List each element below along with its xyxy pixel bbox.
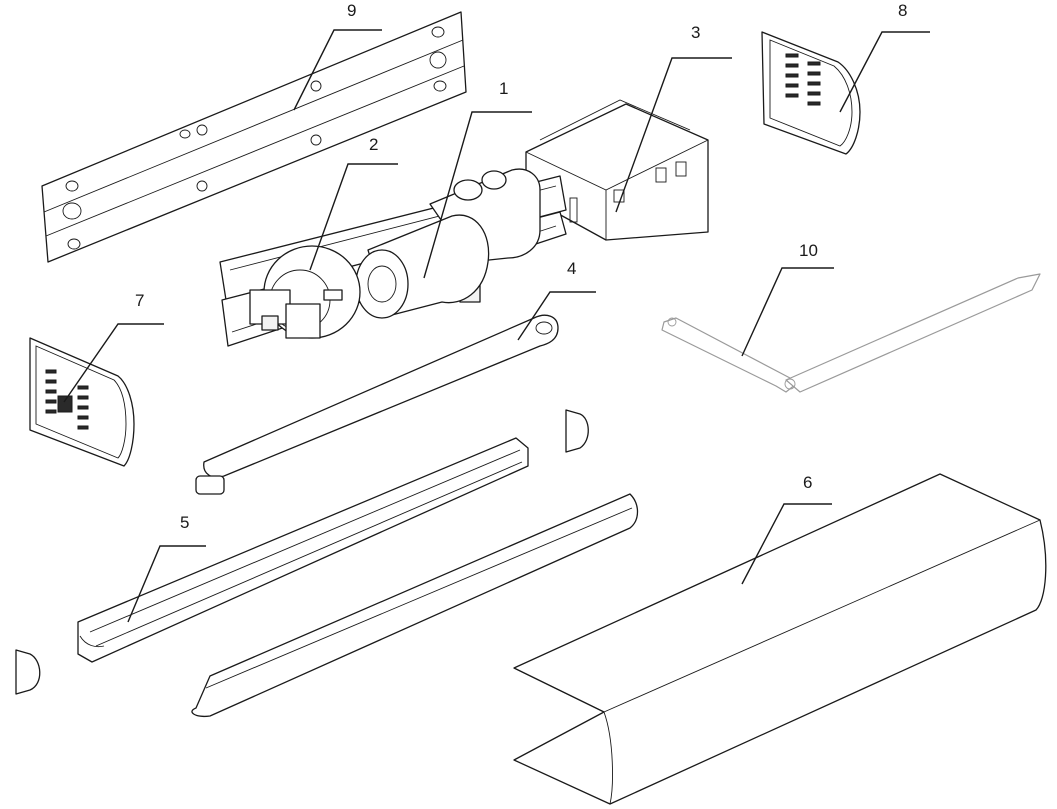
leader-6 — [741, 503, 832, 585]
callout-1: 1 — [499, 79, 508, 98]
callout-labels: 9 8 3 1 2 4 10 7 5 6 — [135, 1, 907, 532]
part-5-base-rail — [77, 437, 529, 663]
cap-right-d — [565, 409, 589, 453]
part-9-mounting-plate — [41, 11, 467, 263]
callout-2: 2 — [369, 135, 378, 154]
part-7-end-cap — [29, 337, 135, 467]
leader-7 — [63, 323, 164, 403]
callout-4: 4 — [567, 259, 576, 278]
leader-8 — [839, 31, 930, 113]
part-6-main-cover — [513, 473, 1047, 805]
callout-7: 7 — [135, 291, 144, 310]
leader-lines — [63, 29, 930, 623]
leader-4 — [517, 291, 596, 341]
leader-9 — [293, 29, 382, 111]
part-2-spring-unit — [249, 245, 361, 339]
callout-3: 3 — [691, 23, 700, 42]
leader-1 — [423, 111, 532, 279]
callout-5: 5 — [180, 513, 189, 532]
callout-8: 8 — [898, 1, 907, 20]
leader-3 — [615, 57, 732, 213]
callout-6: 6 — [803, 473, 812, 492]
leader-2 — [309, 163, 398, 271]
part-8-end-cap — [761, 31, 861, 155]
callout-10: 10 — [799, 241, 818, 260]
cover-strip — [191, 493, 639, 718]
callout-9: 9 — [347, 1, 356, 20]
part-4-operating-arm — [195, 314, 559, 495]
part-10-link-arm — [661, 273, 1041, 393]
leader-5 — [127, 545, 206, 623]
leader-10 — [741, 267, 834, 357]
part-3-bracket — [525, 99, 709, 241]
cap-left-d — [15, 649, 41, 695]
